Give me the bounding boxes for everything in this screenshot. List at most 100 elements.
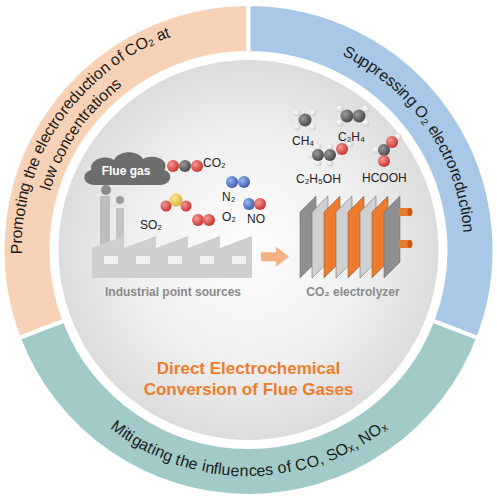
ring-glyph: t <box>173 450 183 468</box>
atom <box>386 136 398 148</box>
ring-glyph: t <box>19 171 37 181</box>
ring-glyph: c <box>76 76 94 94</box>
ring-glyph: O <box>365 420 386 442</box>
molecule <box>192 214 215 226</box>
ring-glyph: O <box>333 439 352 461</box>
atom <box>167 160 179 172</box>
ring-glyph: n <box>459 222 478 233</box>
ring-glyph: ₂ <box>418 112 436 128</box>
ring-glyph: f <box>213 459 220 477</box>
ring-glyph: e <box>375 66 393 86</box>
atom <box>294 110 301 117</box>
ring-glyph: n <box>100 80 119 99</box>
atom <box>294 124 301 131</box>
smoke-puff <box>116 196 124 204</box>
ring-glyph: u <box>221 460 232 479</box>
atom <box>310 124 317 131</box>
ring-glyph: o <box>38 175 58 189</box>
factory-building <box>92 236 252 278</box>
ring-glyph: ₓ <box>344 437 357 455</box>
ring-glyph: n <box>69 113 89 131</box>
caption-text: CO₂ electrolyzer <box>306 285 399 300</box>
ring-glyph: i <box>12 198 30 205</box>
ring-glyph: i <box>148 441 159 459</box>
molecule-label: HCOOH <box>362 171 407 185</box>
molecule <box>373 134 402 168</box>
electrolyzer-group: CO₂ electrolyzer <box>292 186 414 300</box>
ring-glyph: e <box>430 132 450 149</box>
ring-glyph: , <box>348 435 361 453</box>
ring-glyph: e <box>24 154 44 169</box>
ring-glyph: a <box>81 99 100 118</box>
ring-glyph: u <box>349 48 366 68</box>
flow-arrow <box>261 247 289 267</box>
ring-glyph: o <box>49 107 69 125</box>
ring-glyph: r <box>8 238 26 244</box>
ring-glyph: n <box>55 135 75 152</box>
ring-glyph: e <box>447 170 467 184</box>
ring-glyph: o <box>442 157 462 172</box>
ring-glyph <box>421 117 438 131</box>
ring-glyph: t <box>12 201 31 209</box>
atom <box>324 149 336 161</box>
atom <box>299 114 312 127</box>
ring-glyph: t <box>44 119 62 132</box>
atom <box>312 149 324 161</box>
ring-glyph: e <box>58 95 78 113</box>
window <box>168 256 182 264</box>
ring-glyph <box>289 457 297 476</box>
ring-glyph: l <box>429 129 446 141</box>
molecule-label: SO₂ <box>140 218 162 232</box>
ring-glyph <box>408 98 425 113</box>
pipe-end <box>408 240 413 248</box>
factory-icon <box>92 185 252 278</box>
ring-glyph: o <box>88 64 106 83</box>
ring-glyph: r <box>440 151 459 163</box>
ring-glyph: C <box>293 455 309 475</box>
ring-glyph: i <box>125 429 138 446</box>
molecule-label: C₂H₄ <box>338 130 365 144</box>
ring-glyph: d <box>450 179 470 193</box>
ring-glyph: i <box>86 70 101 86</box>
atom <box>192 214 204 226</box>
smoke-puff <box>101 185 111 195</box>
ring-glyph: t <box>82 72 98 88</box>
ring-glyph: O <box>132 33 151 55</box>
pipe-end <box>408 208 413 216</box>
ring-glyph: g <box>128 431 145 451</box>
ring-glyph: M <box>107 417 128 439</box>
ring-glyph: c <box>40 123 60 139</box>
title-text: Direct Electrochemical Conversion of Flu… <box>119 358 379 400</box>
ring-glyph: h <box>178 452 192 472</box>
ring-glyph: , <box>316 450 326 468</box>
ring-segment <box>19 321 478 496</box>
ring-glyph: l <box>37 183 55 192</box>
molecule <box>337 106 370 127</box>
ring-glyph: g <box>402 91 421 110</box>
atom <box>191 160 203 172</box>
ring-glyph: o <box>276 459 288 478</box>
ring-glyph: w <box>41 164 62 181</box>
ring-segment <box>249 4 495 338</box>
ring-glyph: e <box>29 141 49 157</box>
ring-glyph: n <box>204 458 216 477</box>
ring-glyph: p <box>364 57 381 77</box>
ring-glyph: n <box>240 462 249 480</box>
ring-segment <box>3 4 249 338</box>
ring-glyph: e <box>187 454 200 474</box>
ring-glyph: e <box>35 130 55 146</box>
ring-glyph: ₂ <box>144 30 157 49</box>
ring-glyph: t <box>144 439 156 457</box>
atom <box>341 110 354 123</box>
ring-glyph: i <box>393 82 408 97</box>
ring-glyph: l <box>217 460 223 478</box>
ring-glyph: t <box>438 147 456 159</box>
electrolyzer-icon <box>300 196 413 278</box>
molecule-label: NO <box>247 212 265 226</box>
ring-glyph: d <box>64 88 83 107</box>
